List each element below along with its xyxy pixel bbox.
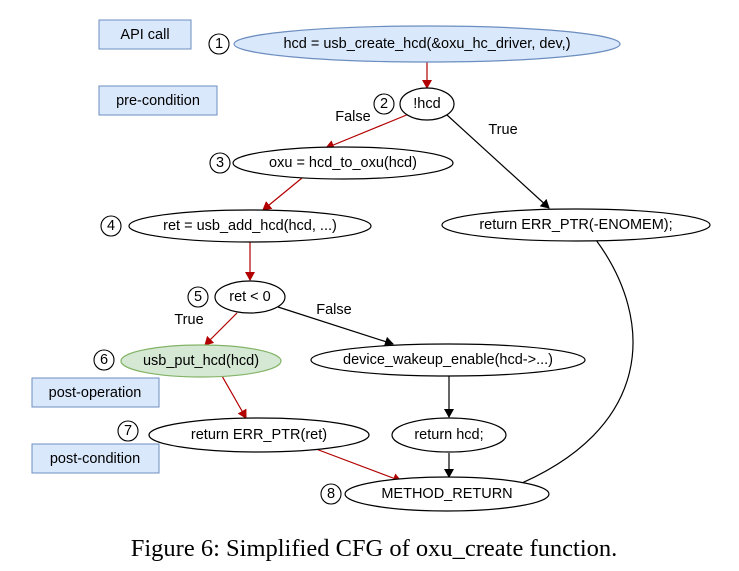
edge-n7-n8: [315, 448, 402, 483]
marker-3: 3: [209, 152, 231, 174]
svg-text:6: 6: [100, 352, 108, 368]
svg-text:8: 8: [327, 486, 335, 502]
svg-text:ret = usb_add_hcd(hcd, ...): ret = usb_add_hcd(hcd, ...): [163, 218, 337, 234]
label-api-call: API call: [98, 19, 192, 50]
marker-6: 6: [93, 349, 115, 371]
marker-2: 2: [373, 93, 395, 115]
svg-text:post-operation: post-operation: [49, 385, 142, 401]
marker-1: 1: [208, 33, 230, 55]
edge-label-n2-false: False: [335, 109, 370, 125]
svg-text:API call: API call: [120, 27, 169, 43]
svg-text:return ERR_PTR(-ENOMEM);: return ERR_PTR(-ENOMEM);: [479, 217, 672, 233]
edge-n5-wakeup-false: [277, 306, 394, 347]
node-7-return-err-ptr-ret: return ERR_PTR(ret): [148, 417, 370, 453]
edge-n2-n3-false: [325, 113, 410, 150]
label-post-operation: post-operation: [31, 377, 160, 408]
marker-5: 5: [187, 286, 209, 308]
svg-text:device_wakeup_enable(hcd->...): device_wakeup_enable(hcd->...): [343, 352, 553, 368]
svg-text:5: 5: [194, 289, 202, 305]
marker-7: 7: [117, 420, 139, 442]
node-6-usb-put-hcd: usb_put_hcd(hcd): [120, 344, 282, 378]
svg-text:4: 4: [107, 218, 115, 234]
svg-text:oxu = hcd_to_oxu(hcd): oxu = hcd_to_oxu(hcd): [269, 155, 417, 171]
svg-text:pre-condition: pre-condition: [116, 93, 200, 109]
svg-text:2: 2: [380, 96, 388, 112]
node-8-method-return: METHOD_RETURN: [344, 476, 550, 512]
edge-label-n2-true: True: [488, 122, 517, 138]
svg-text:3: 3: [216, 155, 224, 171]
edge-n3-n4: [262, 177, 303, 211]
edge-label-n5-false: False: [316, 302, 351, 318]
svg-text:METHOD_RETURN: METHOD_RETURN: [381, 486, 512, 502]
label-pre-condition: pre-condition: [98, 85, 218, 116]
figure-caption: Figure 6: Simplified CFG of oxu_create f…: [131, 535, 618, 562]
label-post-condition: post-condition: [31, 443, 160, 474]
edge-enomem-n8: [509, 239, 634, 490]
svg-text:post-condition: post-condition: [50, 451, 140, 467]
edge-label-n5-true: True: [174, 312, 203, 328]
node-2-not-hcd: !hcd: [399, 87, 455, 121]
edge-n6-n7: [221, 375, 247, 419]
svg-text:7: 7: [124, 423, 132, 439]
node-4-usb-add-hcd: ret = usb_add_hcd(hcd, ...): [128, 209, 372, 243]
svg-text:1: 1: [215, 36, 223, 52]
node-5-ret-lt-zero: ret < 0: [214, 280, 286, 314]
node-device-wakeup-enable: device_wakeup_enable(hcd->...): [310, 343, 586, 377]
marker-4: 4: [100, 215, 122, 237]
marker-8: 8: [320, 483, 342, 505]
svg-text:return hcd;: return hcd;: [414, 427, 483, 443]
node-1-usb-create-hcd: hcd = usb_create_hcd(&oxu_hc_driver, dev…: [233, 25, 621, 63]
svg-text:ret < 0: ret < 0: [229, 289, 271, 305]
node-return-hcd: return hcd;: [391, 417, 507, 453]
edge-n5-n6-true: [204, 312, 238, 346]
svg-text:usb_put_hcd(hcd): usb_put_hcd(hcd): [143, 353, 259, 369]
svg-text:return ERR_PTR(ret): return ERR_PTR(ret): [191, 427, 327, 443]
node-3-hcd-to-oxu: oxu = hcd_to_oxu(hcd): [232, 146, 454, 180]
node-enomem-return: return ERR_PTR(-ENOMEM);: [441, 208, 711, 242]
svg-text:!hcd: !hcd: [413, 96, 440, 112]
svg-text:hcd = usb_create_hcd(&oxu_hc_d: hcd = usb_create_hcd(&oxu_hc_driver, dev…: [283, 36, 570, 52]
edge-n2-enomem-true: [446, 114, 550, 209]
